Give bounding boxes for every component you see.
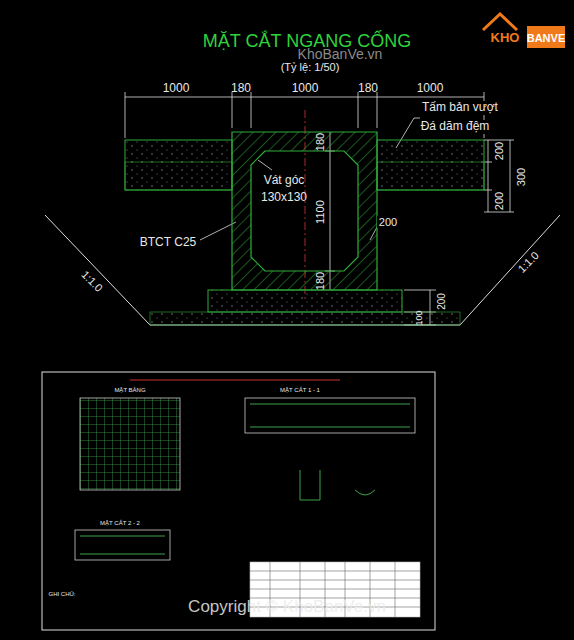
dimension: 180 — [314, 272, 326, 290]
scale-note: (Tỷ lệ: 1/50) — [281, 61, 340, 73]
material-label: BTCT C25 — [138, 236, 198, 249]
dimension: 1000 — [292, 82, 319, 95]
logo-text: BANVE — [527, 32, 566, 44]
view-title: MẶT BẰNG — [114, 387, 145, 394]
dimension: 180 — [358, 82, 378, 95]
dimension: 180 — [314, 133, 326, 151]
dimension: 300 — [515, 168, 527, 186]
dimension: 100 — [415, 310, 425, 325]
copyright-watermark: Copyright © KhoBanVe.vn — [188, 598, 386, 617]
view-title: MẶT CẮT 2 - 2 — [100, 520, 140, 527]
dimension: 1000 — [163, 82, 190, 95]
watermark: KhoBanVe.vn — [298, 47, 383, 62]
callout-label: 130x130 — [261, 191, 307, 204]
slope-label: 1:1.0 — [515, 249, 541, 275]
slope-label: 1:1.0 — [79, 268, 105, 294]
callout-label: Tấm bản vượt — [420, 101, 500, 114]
callout-label: Đá dăm đệm — [419, 120, 492, 133]
dimension: 200 — [493, 142, 505, 160]
dimension: 200 — [377, 216, 399, 228]
callout-label: Vát góc — [264, 174, 305, 187]
dimension: 200 — [436, 293, 447, 310]
dimension: 200 — [493, 192, 505, 210]
note-heading: GHI CHÚ: — [49, 591, 76, 598]
logo-text: KHO — [491, 31, 520, 45]
dimension: 1100 — [314, 200, 326, 224]
dimension: 1000 — [417, 82, 444, 95]
view-title: MẶT CẮT 1 - 1 — [280, 387, 320, 394]
dimension: 180 — [231, 82, 251, 95]
